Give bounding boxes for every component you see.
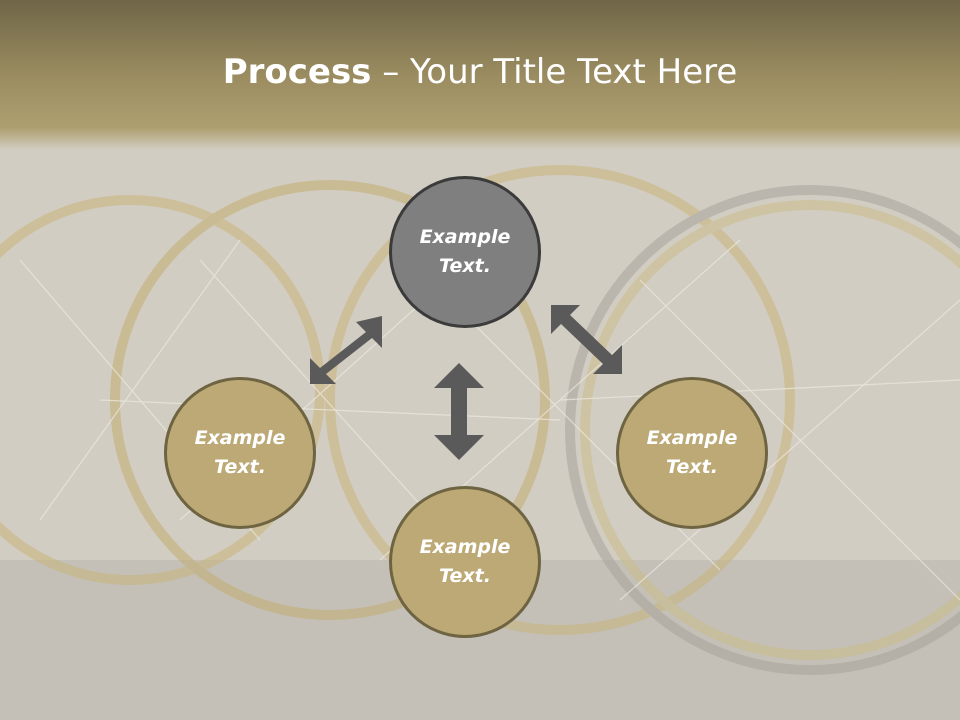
- process-node-bottom[interactable]: Example Text.: [389, 486, 541, 638]
- node-label: Example Text.: [646, 427, 738, 478]
- title-bar: [0, 0, 960, 150]
- arrow-top-right: [551, 305, 622, 374]
- arrow-top-left: [310, 316, 382, 384]
- process-node-top[interactable]: Example Text.: [389, 176, 541, 328]
- process-node-left[interactable]: Example Text.: [164, 377, 316, 529]
- node-label: Example Text.: [419, 226, 511, 277]
- node-label: Example Text.: [419, 536, 511, 587]
- process-node-right[interactable]: Example Text.: [616, 377, 768, 529]
- title-rest: – Your Title Text Here: [371, 52, 738, 92]
- arrow-vertical: [434, 363, 484, 460]
- title-bold: Process: [222, 52, 372, 92]
- node-label: Example Text.: [194, 427, 286, 478]
- slide-title: Process – Your Title Text Here: [0, 52, 960, 92]
